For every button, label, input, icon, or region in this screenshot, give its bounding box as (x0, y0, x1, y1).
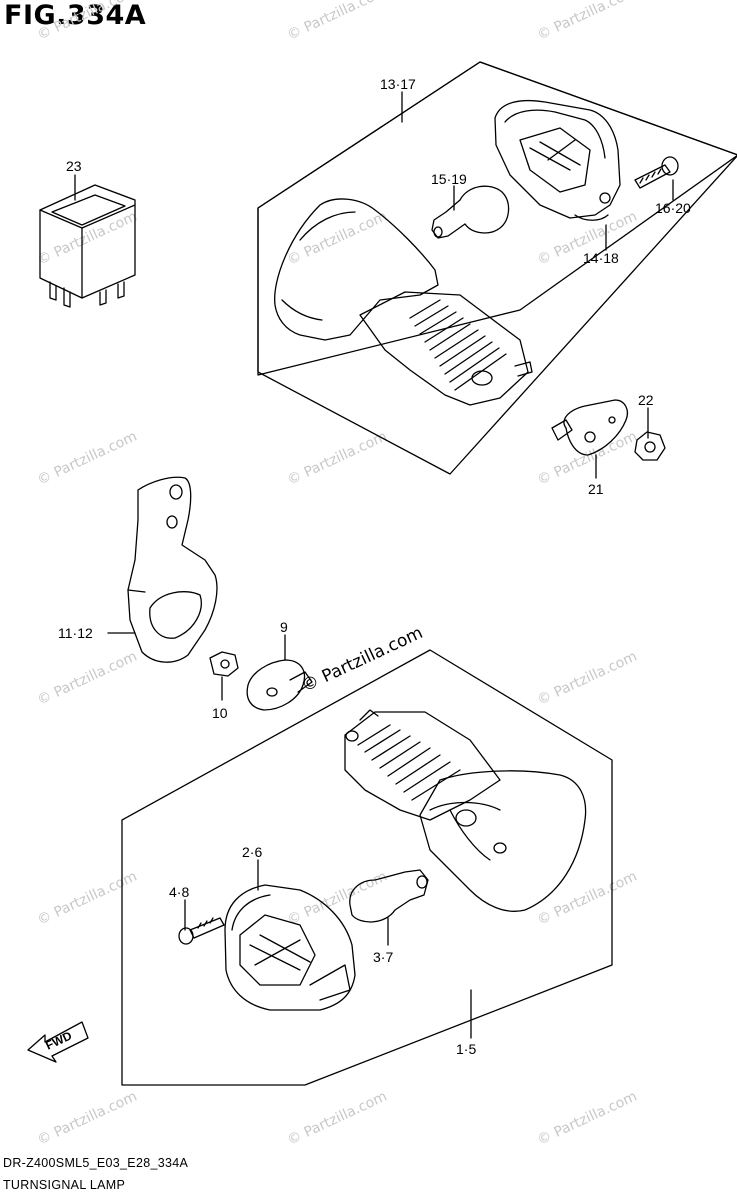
figure-title: FIG.334A (4, 0, 147, 31)
watermark: © Partzilla.com (35, 0, 140, 44)
watermark: © Partzilla.com (35, 428, 140, 488)
watermark: © Partzilla.com (35, 208, 140, 268)
part-label-9: 9 (280, 619, 288, 635)
watermark: © Partzilla.com (535, 1088, 640, 1148)
part-labels: 13·17 15·19 16·20 14·18 23 22 21 11·12 9… (58, 76, 691, 1057)
part-label-14-18: 14·18 (583, 250, 619, 266)
watermark: © Partzilla.com (535, 0, 640, 44)
mounting-bracket (127, 476, 218, 663)
lower-assembly-box (121, 649, 613, 1086)
rear-turn-signal-lamp (274, 99, 621, 406)
watermark: © Partzilla.com (535, 868, 640, 928)
upper-screw (634, 156, 679, 189)
front-bulb (349, 869, 429, 923)
lower-nut (209, 651, 239, 677)
front-turn-signal-lamp (344, 709, 587, 912)
forward-direction-arrow (27, 1021, 89, 1063)
part-label-21: 21 (588, 481, 604, 497)
figure-code: DR-Z400SML5_E03_E28_334A (3, 1156, 189, 1170)
figure-name: TURNSIGNAL LAMP (3, 1178, 126, 1192)
mount-washer (551, 399, 629, 456)
part-label-3-7: 3·7 (373, 949, 393, 965)
rear-bulb (431, 185, 510, 239)
lower-screw (178, 917, 225, 945)
lower-washer (246, 659, 313, 711)
part-label-1-5: 1·5 (456, 1041, 476, 1057)
leader-lines (74, 91, 674, 1039)
part-label-22: 22 (638, 392, 654, 408)
watermark: © Partzilla.com (35, 1088, 140, 1148)
front-lens (224, 884, 356, 1011)
watermark-overlay: © Partzilla.com (299, 623, 426, 697)
watermark: © Partzilla.com (35, 868, 140, 928)
part-label-13-17: 13·17 (380, 76, 416, 92)
watermark: © Partzilla.com (285, 0, 390, 44)
watermark: © Partzilla.com (285, 428, 390, 488)
part-label-23: 23 (66, 158, 82, 174)
part-label-15-19: 15·19 (431, 171, 467, 187)
part-label-11-12: 11·12 (58, 625, 93, 641)
upper-nut (634, 431, 666, 461)
part-label-2-6: 2·6 (242, 844, 262, 860)
watermark-layer: © Partzilla.com © Partzilla.com © Partzi… (35, 0, 640, 1149)
watermark: © Partzilla.com (535, 648, 640, 708)
watermark: © Partzilla.com (285, 1088, 390, 1148)
watermark: © Partzilla.com (535, 428, 640, 488)
part-label-4-8: 4·8 (169, 884, 189, 900)
upper-assembly-box (257, 61, 737, 475)
watermark: © Partzilla.com (35, 648, 140, 708)
part-label-16-20: 16·20 (655, 200, 691, 216)
watermark: © Partzilla.com (285, 868, 390, 928)
turn-signal-relay (39, 184, 136, 308)
part-label-10: 10 (212, 705, 228, 721)
upper-assembly-frame (257, 61, 737, 376)
